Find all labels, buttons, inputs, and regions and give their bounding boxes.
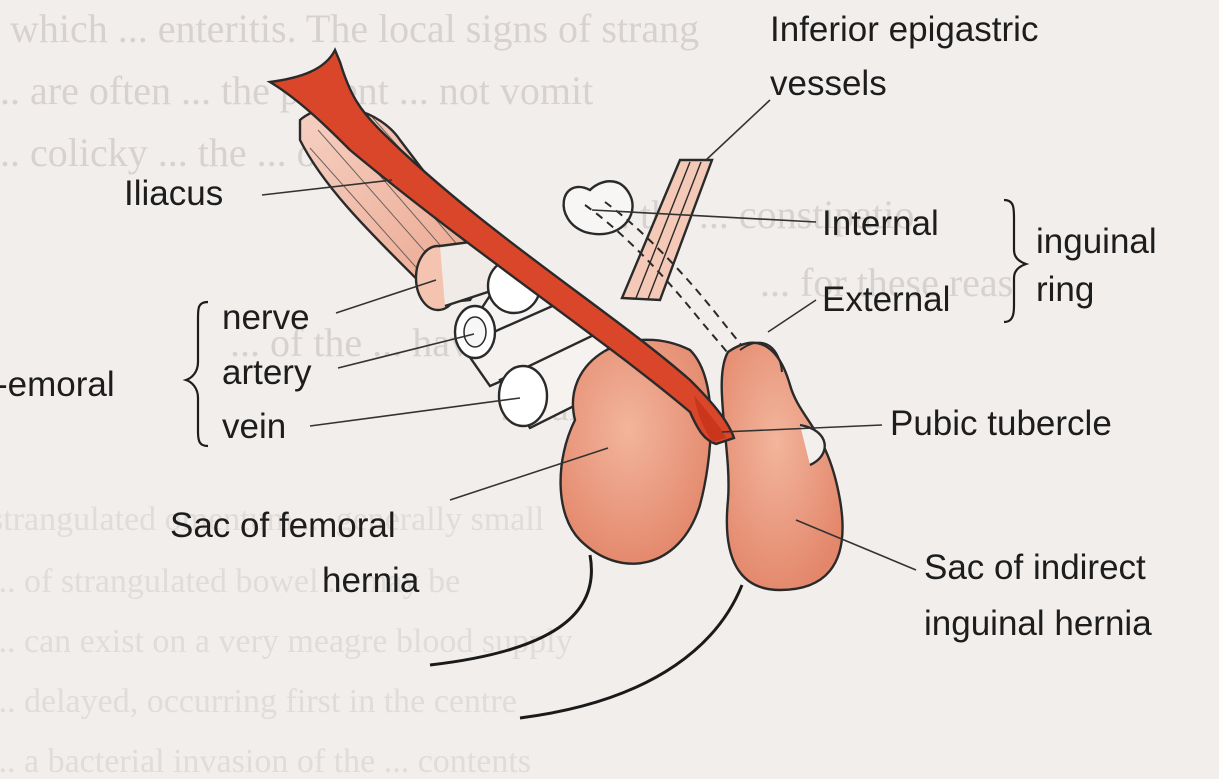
label-femoral: -emoral xyxy=(0,367,115,402)
label-vein: vein xyxy=(222,409,286,444)
bg-line: ... a bacterial invasion of the ... cont… xyxy=(0,743,531,779)
label-ring: ring xyxy=(1036,272,1094,307)
label-pubic-tubercle: Pubic tubercle xyxy=(890,406,1112,441)
label-inguinal-hernia: inguinal hernia xyxy=(924,606,1152,641)
femoral-brace xyxy=(186,302,208,446)
bg-line: ... delayed, occurring first in the cent… xyxy=(0,683,517,720)
label-artery: artery xyxy=(222,355,311,390)
label-internal: Internal xyxy=(822,206,939,241)
label-vessels: vessels xyxy=(770,66,887,101)
label-external: External xyxy=(822,282,950,317)
label-sac-indirect: Sac of indirect xyxy=(924,550,1146,585)
label-sac-femoral-hernia: hernia xyxy=(322,563,419,598)
label-inferior-epigastric: Inferior epigastric xyxy=(770,12,1038,47)
label-iliacus: Iliacus xyxy=(124,176,223,211)
label-nerve: nerve xyxy=(222,300,310,335)
label-sac-femoral: Sac of femoral xyxy=(170,508,396,543)
label-inguinal: inguinal xyxy=(1036,224,1157,259)
bg-line: ... which ... enteritis. The local signs… xyxy=(0,6,699,51)
